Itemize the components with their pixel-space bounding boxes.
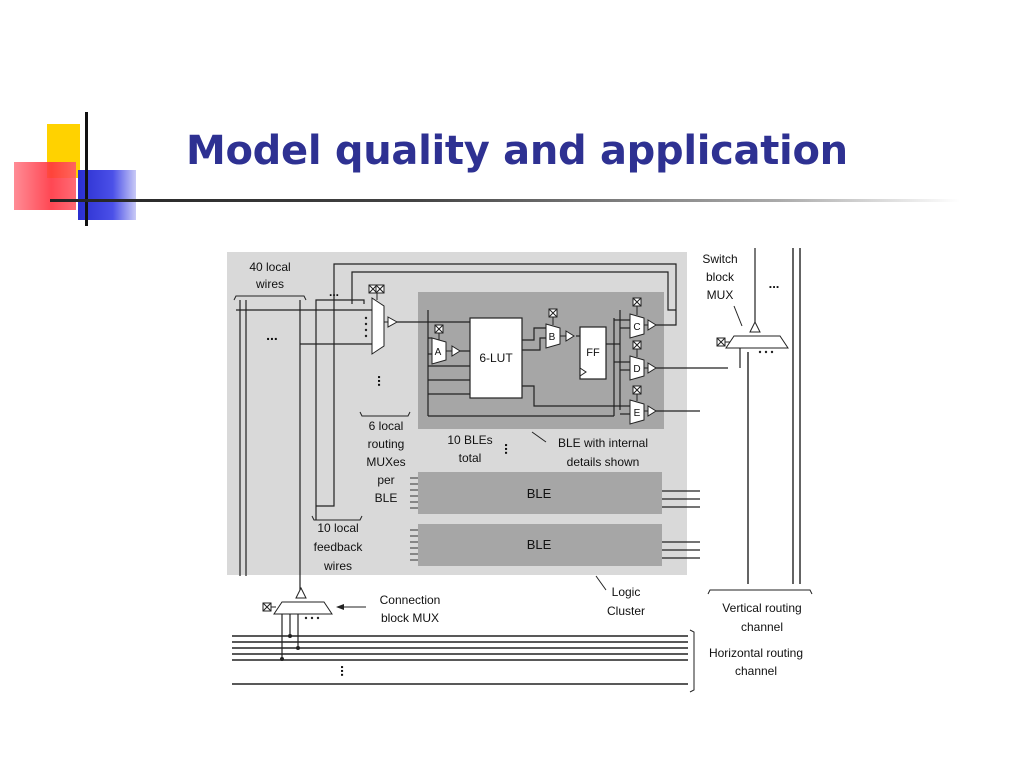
lut-label: 6-LUT [479, 351, 513, 365]
ble-output-lines [662, 490, 700, 559]
ble-block-1 [418, 472, 662, 514]
label-routing-muxes-5: BLE [375, 491, 398, 505]
mux-a-label: A [435, 347, 442, 358]
mux-d [629, 355, 645, 381]
label-routing-muxes-2: routing [368, 437, 405, 451]
label-routing-muxes-4: per [377, 473, 394, 487]
vertical-routing-wires [747, 248, 801, 584]
ff-clock-mark [579, 367, 587, 377]
pointer-logic-cluster [595, 575, 607, 591]
ble-block-2 [418, 524, 662, 566]
switch-block-mux [725, 335, 789, 349]
label-bles-total-2: total [459, 451, 482, 465]
bracket-local-wires [233, 295, 307, 301]
switch-block-dots [758, 350, 774, 354]
routing-mux-vdots: ... [375, 375, 391, 387]
connection-block-mux [273, 601, 333, 615]
logo-vertical-line [85, 112, 88, 226]
local-routing-mux-dots [364, 316, 368, 338]
mux-a [431, 337, 447, 365]
label-connection-block-2: block MUX [381, 611, 439, 625]
bracket-routing-muxes [359, 411, 411, 417]
mux-d-label: D [633, 364, 640, 375]
local-routing-mux [371, 297, 385, 355]
local-wires-dots: ... [266, 327, 278, 343]
label-horizontal-channel-1: Horizontal routing [709, 646, 803, 660]
label-bles-total-1: 10 BLEs [447, 433, 492, 447]
ble-block-2-label: BLE [527, 537, 552, 552]
label-logic-cluster-1: Logic [612, 585, 641, 599]
ff-label: FF [586, 347, 600, 359]
label-feedback-3: wires [323, 559, 352, 573]
mux-c [629, 313, 645, 339]
bracket-vertical-channel [707, 589, 813, 595]
label-vertical-channel-2: channel [741, 620, 783, 634]
horizontal-routing-wires [232, 635, 688, 685]
ble-input-ticks [410, 477, 418, 561]
connection-block-dots [304, 616, 320, 620]
cluster-input-wires [236, 271, 676, 590]
mux-e-label: E [634, 408, 641, 419]
label-switch-block-1: Switch [702, 252, 737, 266]
ble-internal-wires [427, 310, 630, 417]
mux-b-label: B [549, 332, 556, 343]
label-logic-cluster-2: Cluster [607, 604, 645, 618]
mux-b-buffer [560, 330, 575, 342]
label-horizontal-channel-2: channel [735, 664, 777, 678]
label-local-wires-2: wires [255, 277, 284, 291]
label-switch-block-3: MUX [707, 288, 734, 302]
mux-e [629, 399, 645, 425]
local-routing-mux-buffer [384, 316, 399, 328]
mux-a-buffer [446, 345, 461, 357]
bracket-feedback [311, 515, 363, 521]
label-feedback-1: 10 local [317, 521, 358, 535]
ble-block-1-label: BLE [527, 486, 552, 501]
label-routing-muxes-3: MUXes [366, 455, 405, 469]
mux-c-label: C [633, 322, 640, 333]
label-vertical-channel-1: Vertical routing [722, 601, 801, 615]
slide-title: Model quality and application [186, 128, 848, 174]
horizontal-channel-vdots: ... [338, 665, 354, 677]
feedback-top-dots: ... [329, 285, 339, 299]
label-ble-internal-2: details shown [567, 455, 640, 469]
bracket-horizontal-channel [689, 629, 695, 693]
ble-detailed-region [418, 292, 664, 429]
label-feedback-2: feedback [314, 540, 364, 554]
label-connection-block-1: Connection [380, 593, 441, 607]
lut-block [469, 317, 523, 399]
bles-vdots: ... [502, 443, 518, 455]
connection-block-buffer [295, 586, 307, 599]
label-ble-internal-1: BLE with internal [558, 436, 648, 450]
pointer-ble-internal [531, 431, 547, 443]
ble-output-wires [316, 263, 728, 507]
label-switch-block-2: block [706, 270, 735, 284]
title-underline [50, 199, 960, 202]
mux-b [545, 323, 561, 349]
logo-red-square [14, 162, 76, 210]
vertical-channel-dots: ... [769, 276, 780, 291]
switch-block-buffer [749, 320, 761, 333]
label-routing-muxes-1: 6 local [369, 419, 404, 433]
pointer-switch-block [733, 305, 743, 327]
label-local-wires-1: 40 local [249, 260, 290, 274]
